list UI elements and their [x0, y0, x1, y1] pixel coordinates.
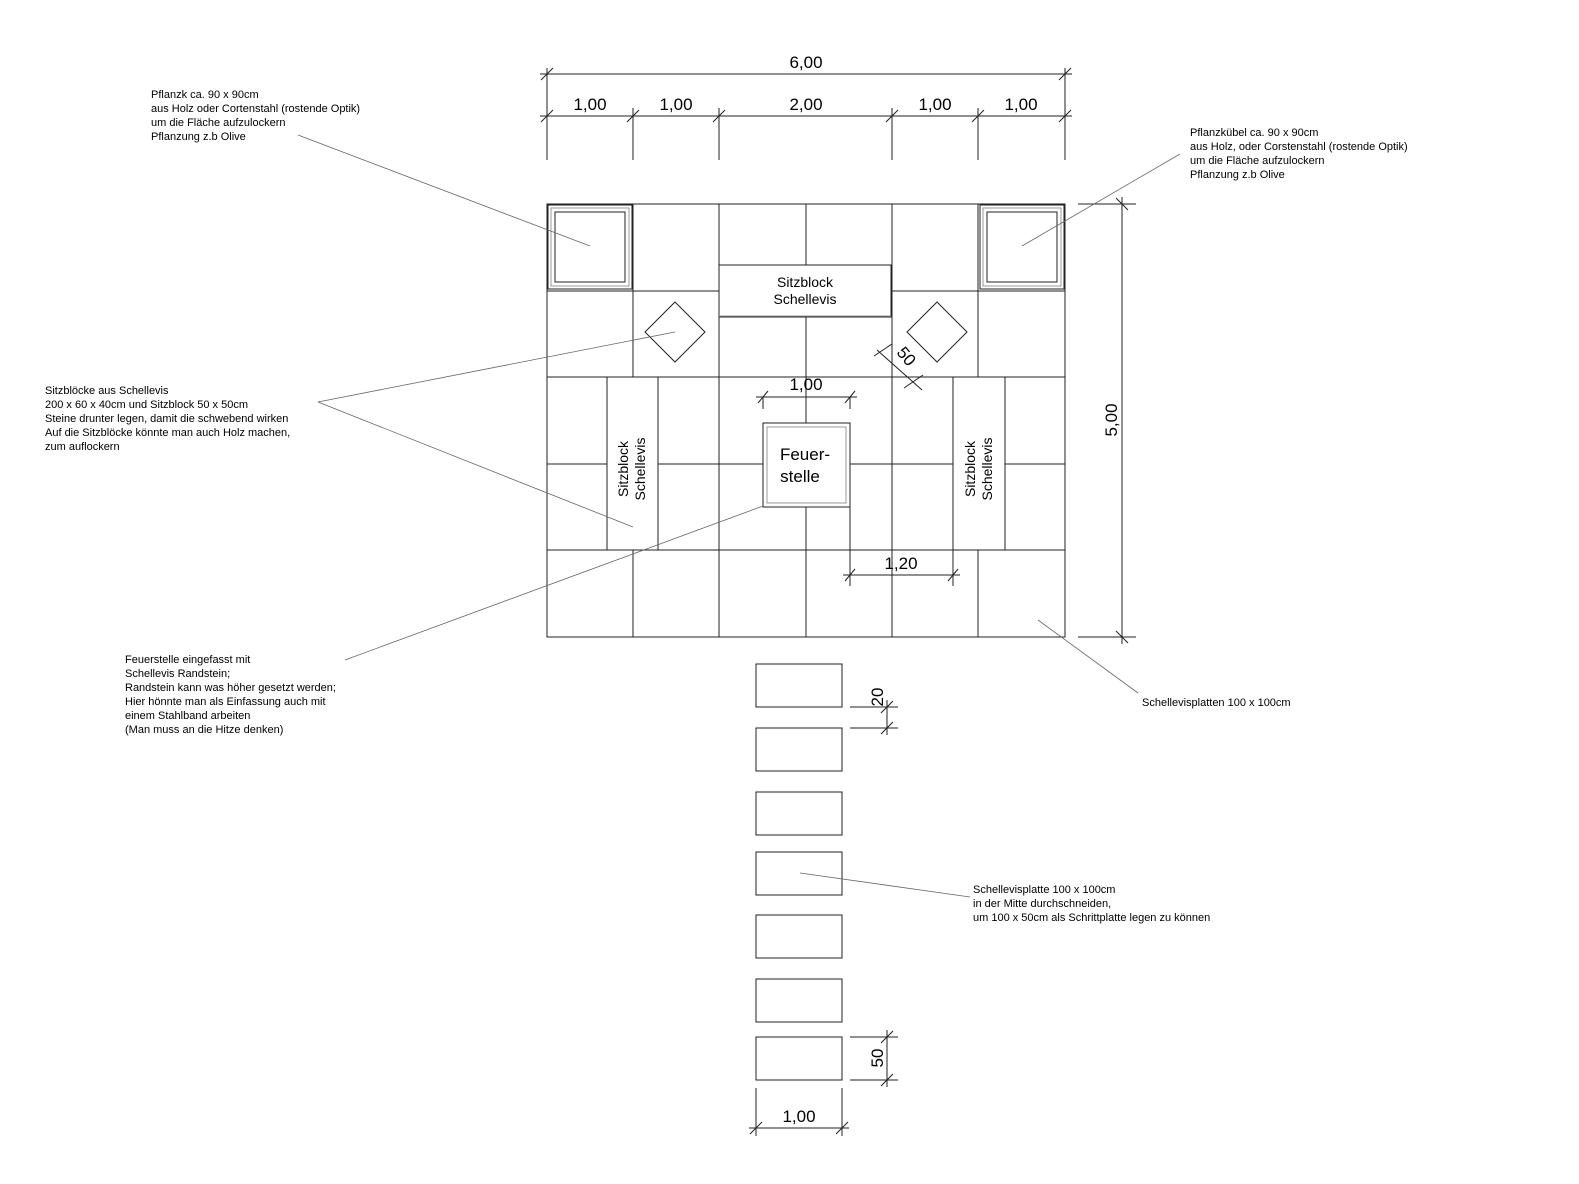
note-planter-left: Pflanzk ca. 90 x 90cm aus Holz oder Corte… — [151, 89, 360, 143]
cube-size-dimension: 50 — [873, 343, 924, 391]
note-line: aus Holz oder Cortenstahl (rostende Opti… — [151, 103, 360, 115]
dim-segment-5: 1,00 — [1004, 95, 1037, 114]
seat-block-top: Sitzblock Schellevis — [718, 264, 892, 318]
note-line: um 100 x 50cm als Schrittplatte legen zu… — [973, 912, 1210, 924]
svg-text:50: 50 — [893, 343, 920, 370]
stepping-stone — [755, 914, 843, 959]
stepping-stone — [755, 1036, 843, 1081]
fire-pit: Feuer- stelle — [762, 422, 851, 508]
svg-text:Schellevis: Schellevis — [979, 437, 995, 500]
dim-segment-1: 1,00 — [573, 95, 606, 114]
note-step-plates: Schellevisplatte 100 x 100cm in der Mitte… — [973, 884, 1210, 924]
note-line: zum auflockern — [45, 441, 120, 453]
dim-total-depth: 5,00 — [1102, 403, 1121, 436]
svg-text:1,00: 1,00 — [789, 375, 822, 394]
note-line: um die Fläche aufzulockern — [151, 117, 286, 129]
fire-width-dimension: 1,00 — [756, 375, 857, 409]
dimension-tick — [1058, 67, 1072, 81]
top-dimension-chain: 6,00 1,00 1,00 2,00 1,00 1,00 — [540, 53, 1072, 160]
note-line: Schellevisplatte 100 x 100cm — [973, 884, 1115, 896]
seat-cube-right — [906, 301, 968, 363]
planter-left — [547, 204, 633, 290]
stepping-stone — [755, 727, 843, 772]
leader-lines — [297, 134, 1181, 898]
dimension-tick — [540, 109, 554, 123]
dimension-tick — [971, 109, 985, 123]
dim-total-width: 6,00 — [789, 53, 822, 72]
note-plates: Schellevisplatten 100 x 100cm — [1142, 697, 1291, 709]
note-line: einem Stahlband arbeiten — [125, 710, 250, 722]
svg-text:1,20: 1,20 — [884, 554, 917, 573]
dim-segment-2: 1,00 — [659, 95, 692, 114]
note-line: um die Fläche aufzulockern — [1190, 155, 1325, 167]
note-line: in der Mitte durchschneiden, — [973, 898, 1111, 910]
step-depth-dimension: 50 — [850, 1030, 898, 1087]
stepping-stone — [755, 978, 843, 1023]
planter-right — [979, 204, 1065, 290]
svg-text:Sitzblock: Sitzblock — [777, 274, 834, 290]
seat-block-left: Sitzblock Schellevis — [606, 376, 659, 551]
dimension-tick — [540, 67, 554, 81]
step-gap-dimension: 20 — [850, 688, 898, 735]
dimension-tick — [626, 109, 640, 123]
step-width-dimension: 1,00 — [749, 1088, 849, 1136]
note-line: (Man muss an die Hitze denken) — [125, 724, 283, 736]
stepping-stone — [755, 851, 843, 896]
svg-text:20: 20 — [868, 688, 887, 707]
dimension-tick — [1058, 109, 1072, 123]
svg-text:Schellevis: Schellevis — [632, 437, 648, 500]
note-line: 200 x 60 x 40cm und Sitzblock 50 x 50cm — [45, 399, 248, 411]
note-line: aus Holz, oder Corstenstahl (rostende Op… — [1190, 141, 1408, 153]
note-line: Hier hönnte man als Einfassung auch mit — [125, 696, 326, 708]
svg-text:Sitzblock: Sitzblock — [615, 440, 631, 497]
svg-text:50: 50 — [868, 1049, 887, 1068]
note-planter-right: Pflanzkübel ca. 90 x 90cm aus Holz, oder … — [1190, 127, 1408, 181]
dimension-tick — [712, 109, 726, 123]
note-line: Pflanzung z.b Olive — [151, 131, 246, 143]
dim-segment-4: 1,00 — [918, 95, 951, 114]
note-line: Pflanzk ca. 90 x 90cm — [151, 89, 259, 101]
svg-text:Schellevis: Schellevis — [773, 291, 836, 307]
stepping-stone — [755, 663, 843, 708]
dimension-tick — [885, 109, 899, 123]
note-line: Pflanzung z.b Olive — [1190, 169, 1285, 181]
seat-block-right: Sitzblock Schellevis — [952, 376, 1006, 551]
note-line: Feuerstelle eingefasst mit — [125, 654, 250, 666]
svg-text:stelle: stelle — [780, 467, 820, 486]
depth-dimension: 5,00 — [1078, 197, 1136, 644]
gap-dimension: 1,20 — [843, 507, 960, 586]
stepping-stones — [755, 663, 843, 1081]
svg-text:Feuer-: Feuer- — [780, 445, 830, 464]
note-line: Pflanzkübel ca. 90 x 90cm — [1190, 127, 1318, 139]
annotations: Pflanzk ca. 90 x 90cm aus Holz oder Corte… — [45, 89, 1408, 924]
note-line: Steine drunter legen, damit die schweben… — [45, 413, 288, 425]
note-line: Randstein kann was höher gesetzt werden; — [125, 682, 336, 694]
note-line: Schellevis Randstein; — [125, 668, 230, 680]
note-line: Sitzblöcke aus Schellevis — [45, 385, 169, 397]
note-line: Schellevisplatten 100 x 100cm — [1142, 697, 1291, 709]
stepping-stone — [755, 791, 843, 836]
note-seat-blocks: Sitzblöcke aus Schellevis 200 x 60 x 40cm… — [45, 385, 290, 453]
note-line: Auf die Sitzblöcke könnte man auch Holz … — [45, 427, 290, 439]
svg-text:Sitzblock: Sitzblock — [962, 440, 978, 497]
svg-text:1,00: 1,00 — [782, 1107, 815, 1126]
dim-segment-3: 2,00 — [789, 95, 822, 114]
